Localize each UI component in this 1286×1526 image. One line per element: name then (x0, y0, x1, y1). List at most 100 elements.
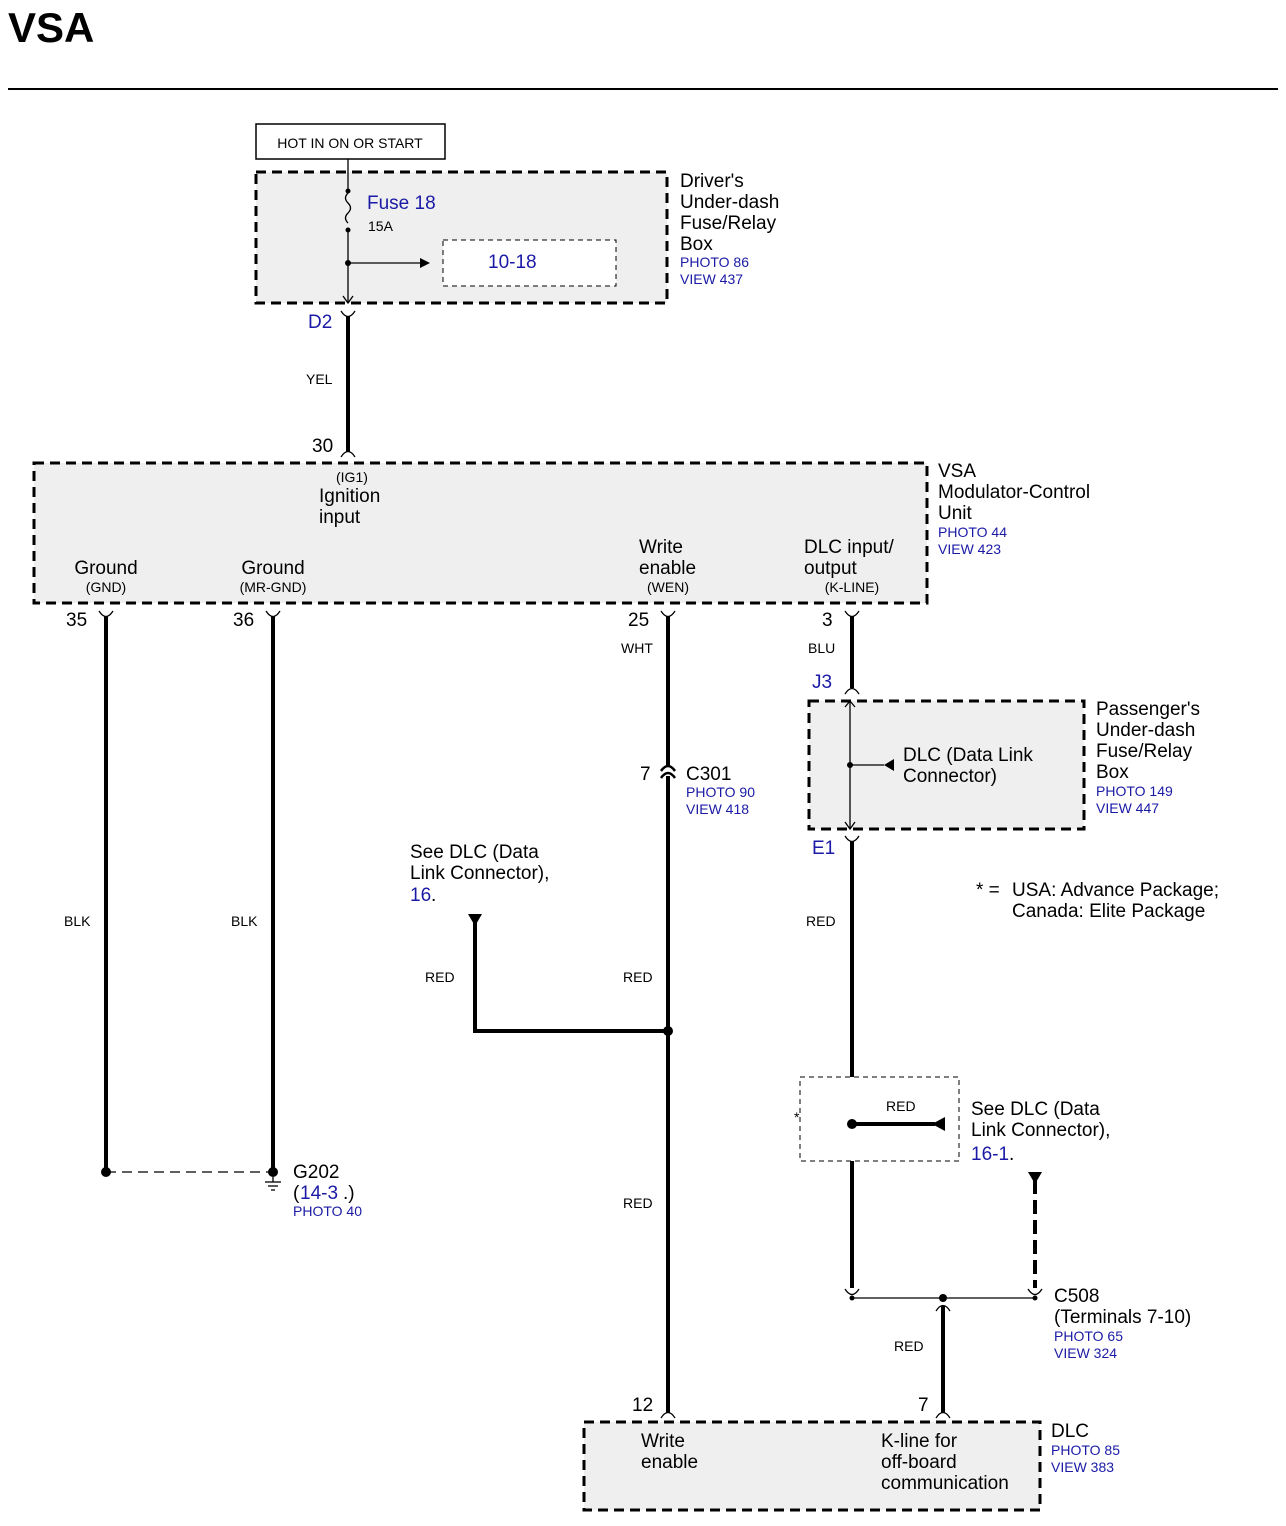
pass-box-branch-arrow-icon (884, 759, 894, 771)
pass-box-name-1: Passenger's (1096, 699, 1200, 720)
wire-wen-label: WHT (621, 640, 653, 656)
page-title: VSA (8, 4, 94, 51)
dlc-wen-label-1: Write (641, 1431, 685, 1452)
dlc-kline-label-3: communication (881, 1473, 1009, 1494)
pin30-code: (IG1) (336, 469, 368, 485)
dlc-kline-label-1: K-line for (881, 1431, 958, 1452)
vsa-photo-link[interactable]: PHOTO 44 (938, 524, 1007, 540)
pin30-connector-icon (340, 450, 356, 458)
ground-ref-link[interactable]: 14-3 (300, 1183, 338, 1204)
hot-label-box (255, 123, 446, 160)
c508-sub: (Terminals 7-10) (1054, 1307, 1191, 1328)
pin30-number: 30 (312, 436, 333, 457)
drivers-box-photo-link[interactable]: PHOTO 86 (680, 254, 749, 270)
terminal-d2: D2 (308, 312, 332, 333)
ground-ref-close: .) (343, 1183, 355, 1204)
ref-box-10-18 (442, 239, 617, 287)
drivers-box-name-2: Under-dash (680, 192, 779, 213)
dlc-photo-link[interactable]: PHOTO 85 (1051, 1442, 1120, 1458)
see-dlc-2-line-2: Link Connector), (971, 1120, 1110, 1141)
pass-box-name-3: Fuse/Relay (1096, 741, 1193, 762)
c508-dot-center (939, 1294, 947, 1302)
wire-kline-label: BLU (808, 640, 835, 656)
pass-box-photo-link[interactable]: PHOTO 149 (1096, 783, 1173, 799)
c301-connector-icon (659, 764, 677, 779)
note-line-2: Canada: Elite Package (1012, 901, 1205, 922)
pin3-number: 3 (822, 610, 833, 631)
c301-photo-link[interactable]: PHOTO 90 (686, 784, 755, 800)
dlc-pin-7: 7 (918, 1395, 929, 1416)
see-dlc-1-line-2: Link Connector), (410, 863, 549, 884)
fuse-name[interactable]: Fuse 18 (367, 193, 436, 214)
see-dlc-1-ref-link[interactable]: 16 (410, 885, 431, 906)
see-dlc-2-ref-link[interactable]: 16-1 (971, 1144, 1009, 1165)
pin36-label: Ground (241, 558, 304, 579)
see-dlc-1-arrow-icon (468, 914, 482, 926)
c508-name: C508 (1054, 1286, 1099, 1307)
dlc-pin-12: 12 (632, 1395, 653, 1416)
vsa-name-1: VSA (938, 461, 976, 482)
wire-dlc-branch (473, 922, 668, 1033)
wire-c508-out-label: RED (894, 1338, 924, 1354)
pin3-connector-icon (844, 610, 860, 618)
c508-option-arrow-icon (1028, 1172, 1042, 1184)
drivers-box-name-1: Driver's (680, 171, 744, 192)
see-dlc-1-ref-dot: . (431, 885, 436, 906)
terminal-e1: E1 (812, 838, 835, 859)
wire-kline-red-label: RED (806, 913, 836, 929)
vsa-name-2: Modulator-Control (938, 482, 1090, 503)
hot-label: HOT IN ON OR START (277, 135, 423, 151)
dlc-kline-label-2: off-board (881, 1452, 957, 1473)
pass-box-name-4: Box (1096, 762, 1129, 783)
wire-wen-bottom-label: RED (623, 1195, 653, 1211)
c301-view-link[interactable]: VIEW 418 (686, 801, 749, 817)
wire-kline-branch-label: RED (886, 1098, 916, 1114)
dlc-box (582, 1420, 1042, 1512)
drivers-box-view-link[interactable]: VIEW 437 (680, 271, 743, 287)
vsa-view-link[interactable]: VIEW 423 (938, 541, 1001, 557)
wen-splice-dot (663, 1026, 673, 1036)
fuse-box-exit-arrow-icon (342, 295, 354, 305)
c301-name: C301 (686, 764, 731, 785)
pass-box-exit-arrow-icon (844, 821, 856, 831)
pin36-connector-icon (265, 610, 281, 618)
fuse-branch-arrow-icon (420, 258, 430, 268)
ground-ref-open: ( (293, 1183, 300, 1204)
ground-photo-link[interactable]: PHOTO 40 (293, 1203, 362, 1219)
fuse-rating: 15A (368, 218, 394, 234)
ground-icon (265, 1177, 281, 1191)
pin25-code: (WEN) (647, 579, 689, 595)
wire-dlc-branch-label: RED (425, 969, 455, 985)
dlc-pin-7-connector-icon (935, 1411, 951, 1419)
fuse-top-terminal (345, 188, 351, 194)
pass-box-entry-arrow-icon (844, 699, 856, 708)
see-dlc-1-line-1: See DLC (Data (410, 842, 539, 863)
dlc-pin-12-connector-icon (660, 1411, 676, 1419)
pin35-code: (GND) (86, 579, 126, 595)
pin3-label-1: DLC input/ (804, 537, 894, 558)
c508-right-connector-icon (1027, 1288, 1043, 1296)
fuse-ref-link[interactable]: 10-18 (488, 252, 537, 273)
wire-gnd-36-label: BLK (231, 913, 258, 929)
drivers-box-name-4: Box (680, 234, 713, 255)
c508-dot-left (849, 1295, 855, 1301)
d2-connector-icon (340, 310, 356, 318)
c508-view-link[interactable]: VIEW 324 (1054, 1345, 1117, 1361)
c508-photo-link[interactable]: PHOTO 65 (1054, 1328, 1123, 1344)
pass-box-name-2: Under-dash (1096, 720, 1195, 741)
e1-connector-icon (844, 835, 860, 843)
dlc-view-link[interactable]: VIEW 383 (1051, 1459, 1114, 1475)
pin35-number: 35 (66, 610, 87, 631)
wire-gnd-35-label: BLK (64, 913, 91, 929)
wire-yel-label: YEL (306, 371, 333, 387)
pin36-code: (MR-GND) (240, 579, 307, 595)
j3-connector-icon (844, 687, 860, 695)
vsa-name-3: Unit (938, 503, 973, 524)
pass-box-inner-2: Connector) (903, 766, 997, 787)
terminal-j3: J3 (812, 672, 832, 693)
pass-box-view-link[interactable]: VIEW 447 (1096, 800, 1159, 816)
see-dlc-2-arrow-icon (932, 1117, 945, 1131)
pin3-label-2: output (804, 558, 858, 579)
see-dlc-2-line-1: See DLC (Data (971, 1099, 1100, 1120)
c508-out-connector-icon (935, 1304, 951, 1312)
